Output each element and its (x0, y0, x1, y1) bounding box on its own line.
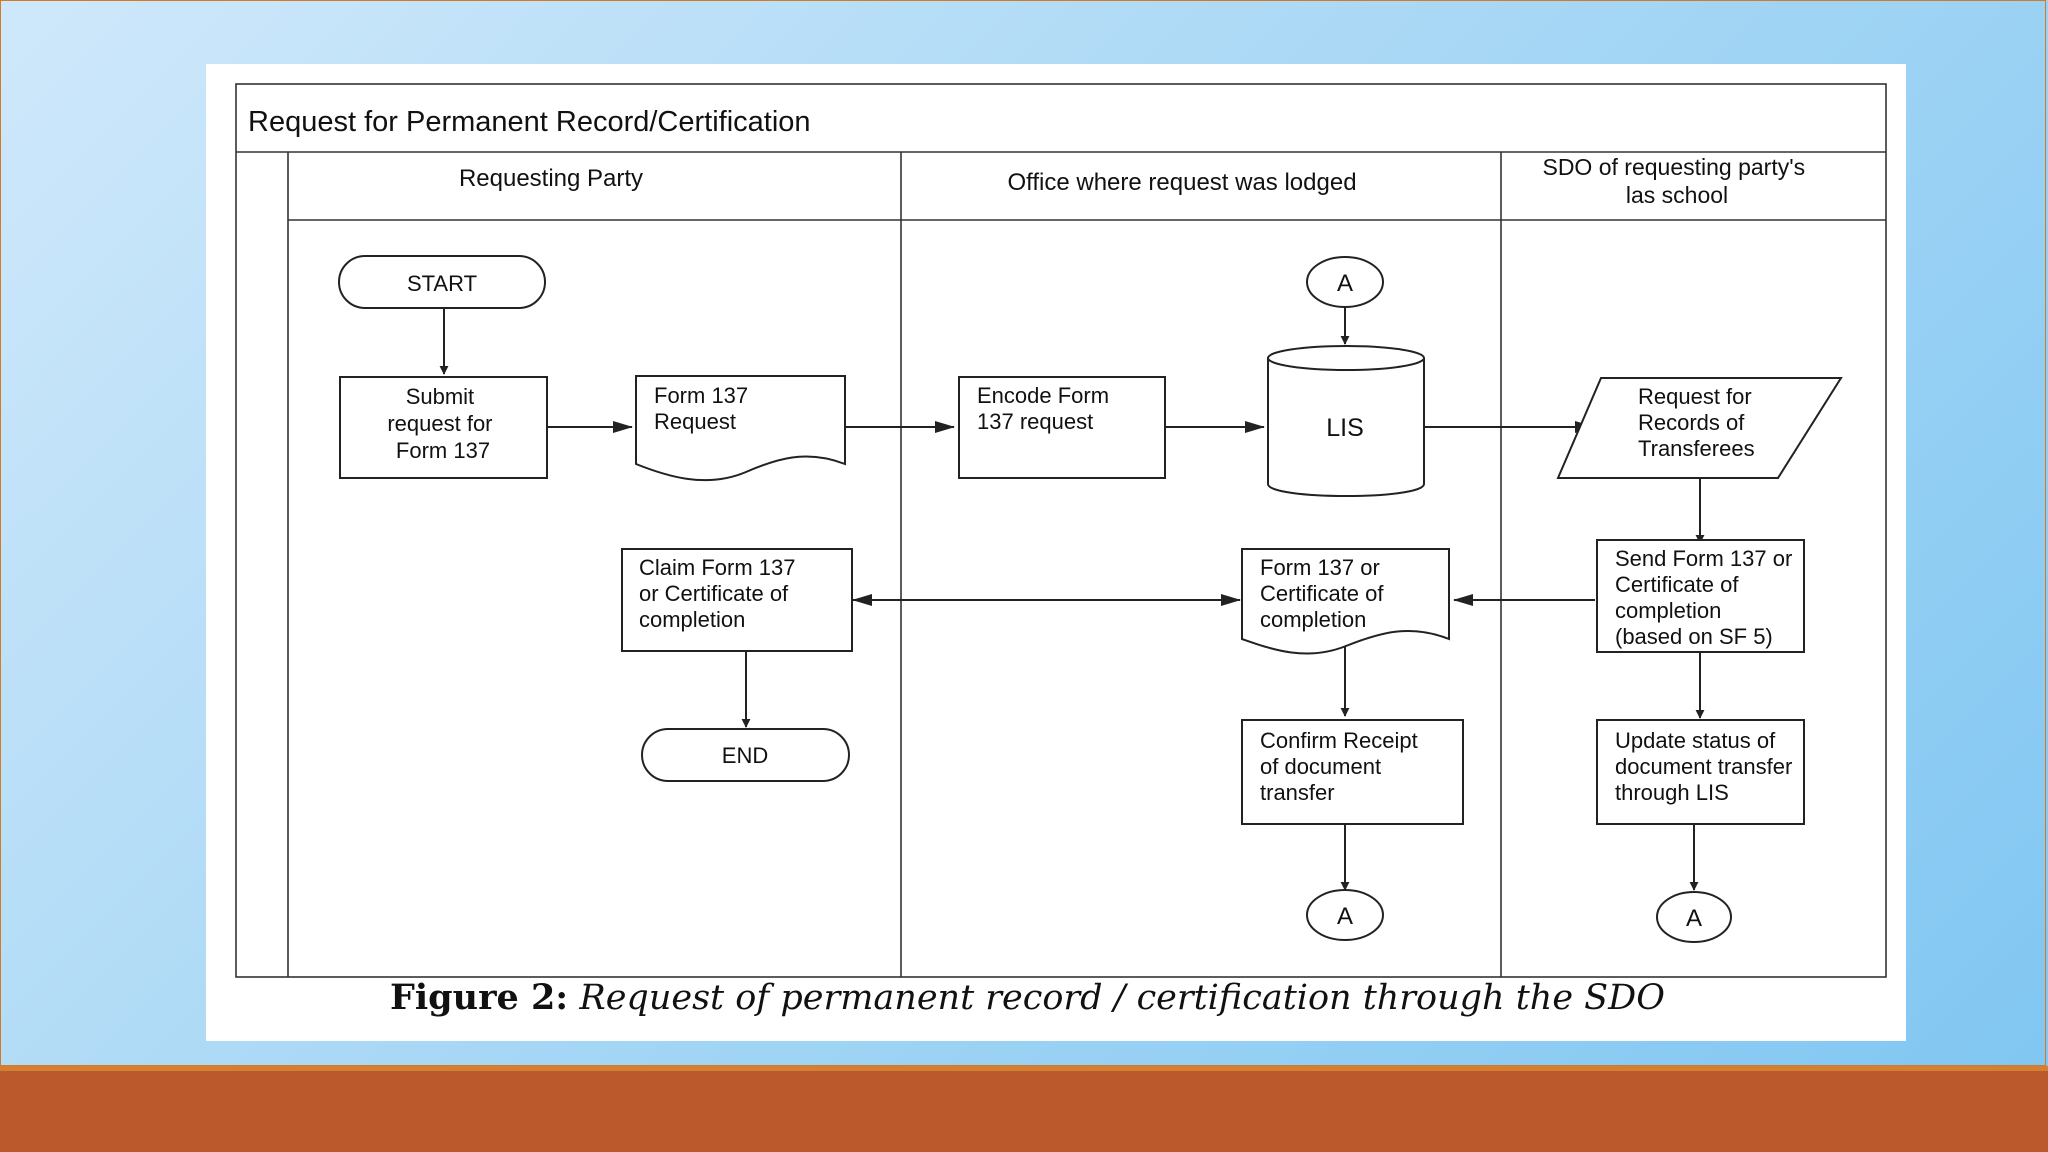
flow-arrows (439, 307, 1705, 891)
send-line1: Send Form 137 or (1615, 546, 1792, 571)
send-form-label: Send Form 137 or Certificate of completi… (1615, 546, 1798, 649)
form137-cert-line1: Form 137 or (1260, 555, 1380, 580)
update-line2: document transfer (1615, 754, 1792, 779)
slide-frame (0, 0, 2046, 1066)
submit-line2: request for (387, 411, 492, 436)
submit-line3: Form 137 (396, 438, 490, 463)
form137-request-document: Form 137 Request (635, 375, 846, 482)
connector-a-top: A (1306, 256, 1384, 308)
send-line2: Certificate of (1615, 572, 1739, 597)
lane-header-requesting-party: Requesting Party (459, 165, 643, 192)
update-status-box: Update status of document transfer throu… (1596, 719, 1805, 825)
bottom-band (0, 1066, 2048, 1152)
figure-panel: Request for Permanent Record/Certificati… (206, 64, 1906, 1041)
lis-database: LIS (1267, 345, 1425, 497)
claim-form-box: Claim Form 137 or Certificate of complet… (621, 548, 853, 652)
form137-request-label: Form 137 Request (654, 383, 754, 434)
submit-request-box: Submit request for Form 137 (339, 376, 548, 479)
form137-cert-line3: completion (1260, 607, 1366, 632)
encode-line1: Encode Form (977, 383, 1109, 408)
confirm-line1: Confirm Receipt (1260, 728, 1418, 753)
request-records-line3: Transferees (1638, 436, 1755, 461)
flowchart: Request for Permanent Record/Certificati… (235, 83, 1887, 978)
update-status-label: Update status of document transfer throu… (1615, 728, 1798, 805)
submit-line1: Submit (406, 384, 474, 409)
confirm-receipt-box: Confirm Receipt of document transfer (1241, 719, 1464, 825)
request-records-data: Request for Records of Transferees (1556, 377, 1843, 479)
figure-caption: Figure 2: Request of permanent record / … (390, 977, 1665, 1018)
claim-line2: or Certificate of (639, 581, 789, 606)
request-records-line1: Request for (1638, 384, 1752, 409)
lis-label: LIS (1326, 414, 1364, 442)
encode-line2: 137 request (977, 409, 1093, 434)
send-line3: completion (1615, 598, 1721, 623)
lane-header-sdo-line2: las school (1626, 182, 1728, 208)
caption-text: Request of permanent record / certificat… (568, 978, 1665, 1018)
end-terminator: END (641, 728, 850, 782)
confirm-line3: transfer (1260, 780, 1335, 805)
form137-request-line2: Request (654, 409, 736, 434)
update-line3: through LIS (1615, 780, 1729, 805)
claim-form-label: Claim Form 137 or Certificate of complet… (639, 555, 802, 632)
connector-a-sdo: A (1656, 891, 1732, 943)
form137-request-line1: Form 137 (654, 383, 748, 408)
lane-header-office: Office where request was lodged (1007, 169, 1356, 196)
claim-line3: completion (639, 607, 745, 632)
confirm-line2: of document (1260, 754, 1381, 779)
connector-a-office: A (1306, 889, 1384, 941)
encode-form-label: Encode Form 137 request (977, 383, 1115, 434)
connector-a-sdo-label: A (1686, 905, 1702, 932)
send-form-box: Send Form 137 or Certificate of completi… (1596, 539, 1805, 653)
update-line1: Update status of (1615, 728, 1776, 753)
submit-request-label: Submit request for Form 137 (387, 384, 498, 463)
lane-header-sdo-line1: SDO of requesting party's (1542, 154, 1805, 180)
claim-line1: Claim Form 137 (639, 555, 795, 580)
form137-cert-line2: Certificate of (1260, 581, 1384, 606)
form137-certificate-label: Form 137 or Certificate of completion (1260, 555, 1390, 632)
start-label: START (407, 271, 477, 296)
request-records-label: Request for Records of Transferees (1638, 384, 1758, 461)
confirm-receipt-label: Confirm Receipt of document transfer (1260, 728, 1424, 805)
swimlane-frame (235, 83, 1887, 978)
start-terminator: START (338, 255, 546, 309)
diagram-title: Request for Permanent Record/Certificati… (248, 106, 811, 138)
form137-certificate-document: Form 137 or Certificate of completion (1241, 548, 1450, 655)
caption-lead: Figure 2: (390, 977, 569, 1018)
request-records-line2: Records of (1638, 410, 1745, 435)
encode-form-box: Encode Form 137 request (958, 376, 1166, 479)
connector-a-office-label: A (1337, 903, 1353, 930)
connector-a-top-label: A (1337, 270, 1353, 297)
send-line4: (based on SF 5) (1615, 624, 1773, 649)
lane-header-sdo: SDO of requesting party's las school (1542, 154, 1811, 208)
end-label: END (722, 743, 768, 768)
